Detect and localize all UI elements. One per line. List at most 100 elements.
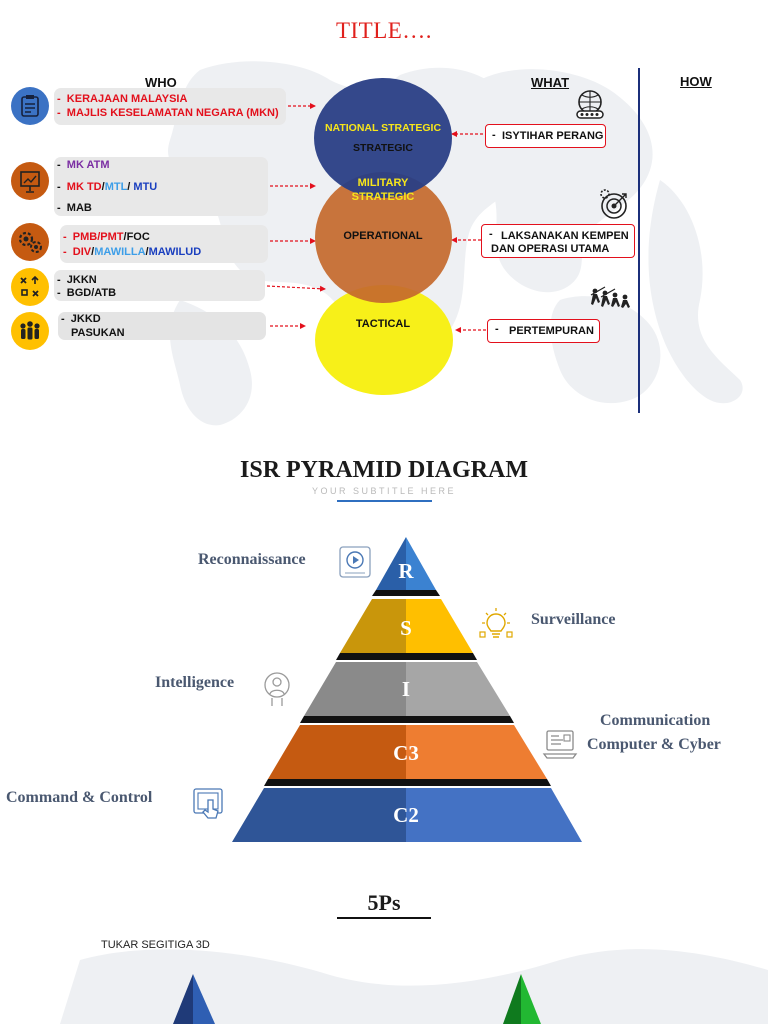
who-box-district: - JKKD PASUKAN <box>58 312 266 340</box>
green-triangle-left <box>503 974 521 1024</box>
isr-title-underline <box>337 500 432 502</box>
page-title: TITLE…. <box>335 18 433 43</box>
target-gears-icon <box>600 189 627 219</box>
who-mtl: MTL <box>104 181 128 193</box>
globe-tank-icon <box>576 90 604 119</box>
lightbulb-idea-icon <box>479 608 513 638</box>
who-foc: /FOC <box>123 231 150 243</box>
who-div: DIV <box>72 246 92 258</box>
fiveps-triangles <box>173 974 541 1024</box>
tactical-circle <box>315 285 453 395</box>
who-mkn: MAJLIS KESELAMATAN NEGARA (MKN) <box>66 107 279 119</box>
pyramid-level-s-right <box>406 599 473 653</box>
fiveps-title: 5Ps <box>367 890 401 915</box>
separator: / <box>127 181 134 193</box>
clipboard-icon <box>11 87 49 125</box>
pyramid-level-r-right <box>406 537 436 590</box>
pyramid-level-s-left <box>340 599 406 653</box>
what-isytihar-perang: ISYTIHAR PERANG <box>502 130 604 142</box>
touch-control-icon <box>193 788 223 819</box>
green-triangle-right <box>521 974 541 1024</box>
who-bgd-atb: BGD/ATB <box>66 287 117 299</box>
who-mawilla: MAWILLA <box>94 246 146 258</box>
who-pasukan: PASUKAN <box>71 327 125 339</box>
connector-arrows <box>266 103 486 333</box>
pyramid-level-c2-right <box>406 788 582 842</box>
military-label: MILITARY <box>357 177 409 189</box>
dash: - <box>61 313 65 325</box>
video-player-icon <box>339 546 371 578</box>
what-pertempuran: PERTEMPURAN <box>509 325 594 337</box>
tactics-icon <box>11 268 49 306</box>
pyramid-letter-s: S <box>400 616 412 640</box>
dash: - <box>57 202 61 214</box>
who-mawilud: MAWILUD <box>148 246 202 258</box>
laptop-icon <box>542 730 578 759</box>
dash: - <box>63 246 67 258</box>
isr-title: ISR PYRAMID DIAGRAM <box>240 457 528 483</box>
military-strategic-label: STRATEGIC <box>351 191 415 203</box>
who-mab: MAB <box>66 202 92 214</box>
who-jkkd: JKKD <box>70 313 101 325</box>
label-surveillance: Surveillance <box>531 611 616 628</box>
who-box-government: - KERAJAAN MALAYSIA - MAJLIS KESELAMATAN… <box>54 88 286 125</box>
blue-triangle-left <box>173 974 193 1024</box>
pyramid-level-c2-left <box>232 788 406 842</box>
dash: - <box>57 287 61 299</box>
strategic-label: STRATEGIC <box>353 142 413 154</box>
dash: - <box>57 274 61 286</box>
who-kerajaan: KERAJAAN MALAYSIA <box>66 93 188 105</box>
what-laksanakan-kempen: LAKSANAKAN KEMPEN <box>501 230 629 242</box>
pyramid-level-r-left <box>376 537 406 590</box>
national-strategic-label: NATIONAL STRATEGIC <box>324 122 442 134</box>
how-header: HOW <box>680 74 712 89</box>
who-mk-td: MK TD <box>66 181 102 193</box>
dash: - <box>57 93 61 105</box>
label-command-control: Command & Control <box>6 789 153 806</box>
dash: - <box>63 231 67 243</box>
who-mk-atm: MK ATM <box>66 159 110 171</box>
dash: - <box>57 159 61 171</box>
who-box-committee: - JKKN - BGD/ATB <box>54 270 265 301</box>
pyramid-level-i-right <box>406 662 510 716</box>
label-reconnaissance: Reconnaissance <box>198 551 306 568</box>
dash: - <box>57 181 61 193</box>
dash: - <box>495 323 499 335</box>
who-mtu: MTU <box>133 181 158 193</box>
separator: / <box>101 181 105 193</box>
person-fingerprint-icon <box>264 672 290 706</box>
what-box-campaign: - LAKSANAKAN KEMPEN DAN OPERASI UTAMA <box>481 224 635 258</box>
pyramid-shadow <box>300 716 514 723</box>
who-box-command: - PMB/PMT/FOC - DIV/MAWILLA/MAWILUD <box>60 225 268 263</box>
team-icon <box>11 312 49 350</box>
separator: / <box>145 246 149 258</box>
how-divider-line <box>638 68 640 413</box>
strategic-circle <box>314 78 452 198</box>
pyramid-shadow <box>336 653 477 660</box>
fiveps-underline <box>337 917 431 919</box>
pyramid-level-c3-right <box>406 725 547 779</box>
dash: - <box>492 129 496 141</box>
pyramid-level-i-left <box>304 662 406 716</box>
blue-triangle-right <box>193 974 215 1024</box>
who-box-military-council: - MK ATM - MK TD/MTL/ MTU - MAB <box>54 157 268 216</box>
pyramid-letter-i: I <box>401 677 411 701</box>
tactical-label: TACTICAL <box>355 318 411 330</box>
fiveps-note: TUKAR SEGITIGA 3D <box>101 939 210 951</box>
who-pmb-pmt: PMB/PMT <box>72 231 124 243</box>
pyramid-shadow <box>372 590 440 596</box>
what-box-battle: - PERTEMPURAN <box>487 319 600 343</box>
what-box-declare-war: - ISYTIHAR PERANG <box>485 124 606 148</box>
dash: - <box>489 228 493 240</box>
gears-icon <box>11 223 49 261</box>
separator: / <box>91 246 95 258</box>
pyramid-level-c3-left <box>268 725 406 779</box>
pyramid-letter-c3: C3 <box>393 741 419 765</box>
isr-subtitle: YOUR SUBTITLE HERE <box>311 486 457 496</box>
who-header: WHO <box>145 75 177 90</box>
label-intelligence: Intelligence <box>155 674 235 691</box>
operational-label: OPERATIONAL <box>343 230 423 242</box>
label-communication: Communication <box>600 712 711 729</box>
what-header: WHAT <box>531 75 570 90</box>
